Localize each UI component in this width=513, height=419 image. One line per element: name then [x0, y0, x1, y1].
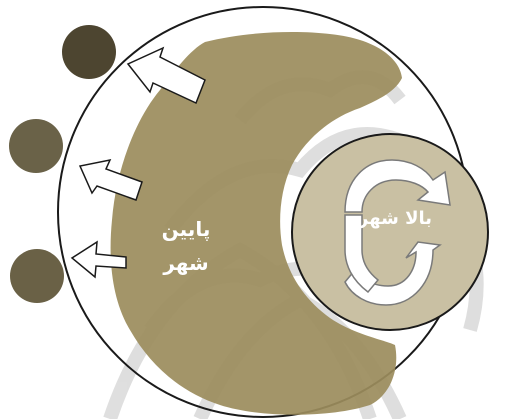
- lower-city-crescent: [110, 32, 402, 415]
- cycle-arrow-top-icon: [344, 159, 451, 213]
- outflow-dot-bottom: [10, 249, 64, 303]
- outflow-arrow-bottom-icon: [70, 240, 127, 279]
- lower-city-label-line2: شهر: [162, 251, 208, 275]
- outflow-arrow-top-icon: [126, 46, 206, 105]
- lower-city-label-line1: پایین: [162, 217, 211, 242]
- cycle-arrow-left-band: [344, 214, 380, 294]
- outflow-arrow-middle-icon: [78, 158, 143, 201]
- outflow-arrows: [70, 46, 206, 279]
- upper-city-label: بالا شهر: [357, 208, 432, 229]
- outflow-dot-top: [62, 25, 116, 79]
- outflow-dot-middle: [9, 119, 63, 173]
- cycle-arrows: [344, 159, 451, 306]
